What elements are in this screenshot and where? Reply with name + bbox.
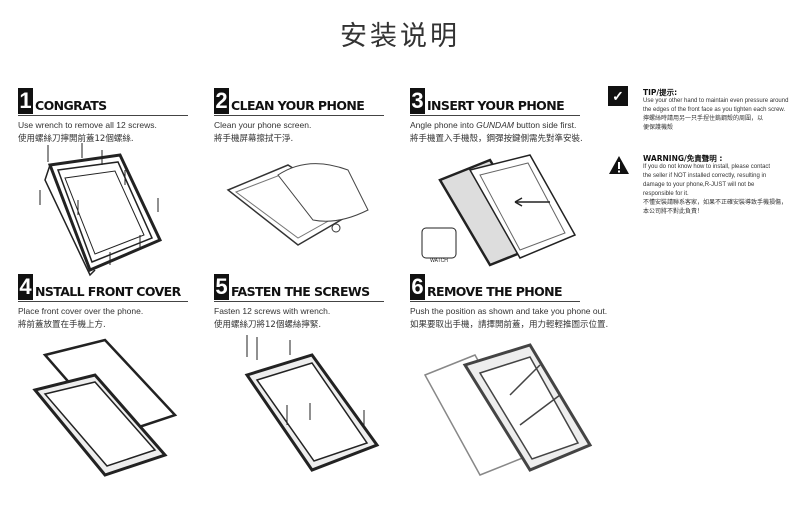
step-desc-en: Place front cover over the phone. xyxy=(18,306,144,316)
step-desc-en: Use wrench to remove all 12 screws. xyxy=(18,120,157,130)
phone-case-screws-illustration xyxy=(39,143,163,277)
step-number: 5 xyxy=(214,274,229,300)
watch-label: WATCH xyxy=(430,258,448,264)
warning-line: the seller if NOT installed correctly, r… xyxy=(643,173,767,179)
step-desc-zh: 使用螺絲刀擰開前蓋12個螺絲. xyxy=(18,134,134,144)
tip-line: 擰螺絲時請用另一只手捏住鎢鋼殼的周圍，以 xyxy=(643,116,764,122)
step-title: REMOVE THE PHONE xyxy=(427,284,563,299)
warning-line: damage to your phone,R-JUST will not be xyxy=(643,182,755,188)
step-desc-en: Push the position as shown and take you … xyxy=(410,306,608,316)
step-desc-zh: 將前蓋放置在手機上方. xyxy=(18,320,106,330)
step-5: 5 FASTEN THE SCREWS Fasten 12 screws wit… xyxy=(214,272,384,330)
step-header: 3 INSERT YOUR PHONE xyxy=(410,86,580,116)
step-header: 5 FASTEN THE SCREWS xyxy=(214,272,384,302)
step-desc-zh: 使用螺絲刀將12個螺絲擰緊. xyxy=(214,320,322,330)
brand-emphasis: GUNDAM xyxy=(476,120,514,130)
warning-line: If you do not know how to install, pleas… xyxy=(643,164,771,170)
phone-cleaning-illustration xyxy=(226,163,369,246)
step-number: 2 xyxy=(214,88,229,114)
checkmark-icon: ✓ xyxy=(608,86,628,106)
tip-label: TIP/提示: xyxy=(643,88,678,97)
tip-section: TIP/提示: Use your other hand to maintain … xyxy=(643,88,800,133)
tip-line: 便保護機殼 xyxy=(643,125,674,131)
step-number: 4 xyxy=(18,274,33,300)
step-desc-en: Clean your phone screen. xyxy=(214,120,312,130)
step-header: 6 REMOVE THE PHONE xyxy=(410,272,580,302)
step-desc-zh: 將手機置入手機殼，鋼彈按鍵側需先對準安裝. xyxy=(410,134,583,144)
step-number: 3 xyxy=(410,88,425,114)
fasten-screws-illustration xyxy=(244,335,380,472)
insert-phone-illustration: WATCH xyxy=(421,154,577,267)
warning-label: WARNING/免責聲明 : xyxy=(643,154,723,163)
warning-line: 本公司將不對此負責！ xyxy=(643,209,704,215)
page-title: 安装说明 xyxy=(340,21,460,52)
step-6: 6 REMOVE THE PHONE Push the position as … xyxy=(410,272,609,330)
warning-line: responsible for it. xyxy=(643,191,689,197)
tip-line: Use your other hand to maintain even pre… xyxy=(643,98,789,104)
remove-phone-illustration xyxy=(423,343,593,476)
step-desc-en: Angle phone into GUNDAM button side firs… xyxy=(410,120,577,130)
step-title: CONGRATS xyxy=(35,98,107,113)
step-title: NSTALL FRONT COVER xyxy=(35,284,181,299)
step-desc-en: Fasten 12 screws with wrench. xyxy=(214,306,331,316)
step-1: 1 CONGRATS Use wrench to remove all 12 s… xyxy=(18,86,188,144)
step-4: 4 NSTALL FRONT COVER Place front cover o… xyxy=(18,272,188,330)
step-title: INSERT YOUR PHONE xyxy=(427,98,565,113)
step-number: 1 xyxy=(18,88,33,114)
front-cover-illustration xyxy=(32,338,178,477)
step-desc-zh: 如果要取出手機，請擇開前蓋，用力輕輕推圖示位置. xyxy=(410,320,609,330)
step-number: 6 xyxy=(410,274,425,300)
warning-line: 不懂安裝請聯系客家，如果不正確安裝導致手機損傷， xyxy=(643,200,788,206)
step-header: 1 CONGRATS xyxy=(18,86,188,116)
tip-line: the edges of the front face as you tight… xyxy=(643,107,786,113)
step-title: FASTEN THE SCREWS xyxy=(231,284,370,299)
step-header: 4 NSTALL FRONT COVER xyxy=(18,272,188,302)
step-title: CLEAN YOUR PHONE xyxy=(231,98,365,113)
step-header: 2 CLEAN YOUR PHONE xyxy=(214,86,384,116)
step-2: 2 CLEAN YOUR PHONE Clean your phone scre… xyxy=(214,86,384,144)
step-desc-zh: 將手機屏幕擦拭干淨. xyxy=(214,134,294,144)
warning-section: WARNING/免責聲明 : If you do not know how to… xyxy=(643,154,800,217)
step-3: 3 INSERT YOUR PHONE Angle phone into GUN… xyxy=(410,86,583,144)
warning-icon xyxy=(609,156,629,174)
